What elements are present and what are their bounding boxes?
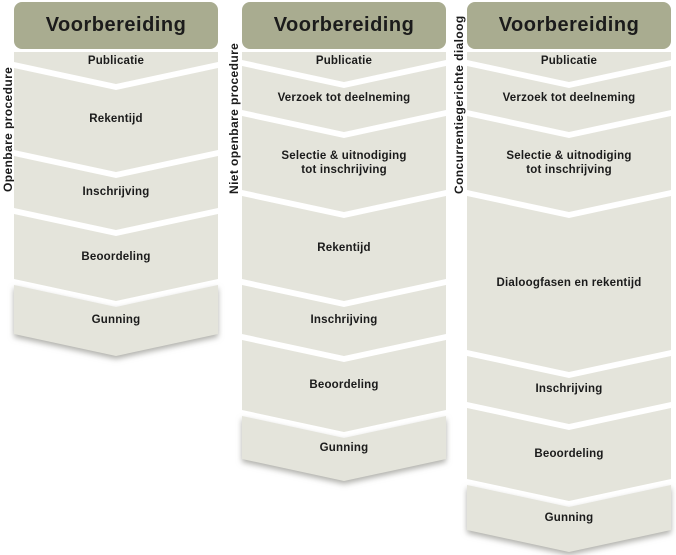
phase-header-voorbereiding: Voorbereiding: [14, 2, 218, 49]
step-shadow-wrapper: Gunning: [14, 285, 218, 356]
procedure-label-niet-openbare-procedure: Niet openbare procedure: [227, 42, 241, 194]
phase-header-voorbereiding: Voorbereiding: [467, 2, 671, 49]
step-shadow-wrapper: Gunning: [242, 416, 446, 481]
column-concurrentiegerichte-dialoog: Voorbereiding Publicatie Verzoek tot dee…: [467, 2, 671, 552]
step-shadow-wrapper: Gunning: [467, 485, 671, 552]
procedure-label-concurrentiegerichte-dialoog: Concurrentiegerichte dialoog: [452, 15, 466, 194]
step-gunning: Gunning: [467, 485, 671, 552]
step-rekentijd: Rekentijd: [242, 196, 446, 301]
procedure-label-openbare-procedure: Openbare procedure: [1, 66, 15, 192]
step-gunning: Gunning: [14, 285, 218, 356]
column-niet-openbare-procedure: Voorbereiding Publicatie Verzoek tot dee…: [242, 2, 446, 481]
column-openbare-procedure: Voorbereiding Publicatie Rekentijd Insch…: [14, 2, 218, 356]
phase-header-voorbereiding: Voorbereiding: [242, 2, 446, 49]
step-gunning: Gunning: [242, 416, 446, 481]
step-dialoogfasen-en-rekentijd: Dialoogfasen en rekentijd: [467, 196, 671, 372]
